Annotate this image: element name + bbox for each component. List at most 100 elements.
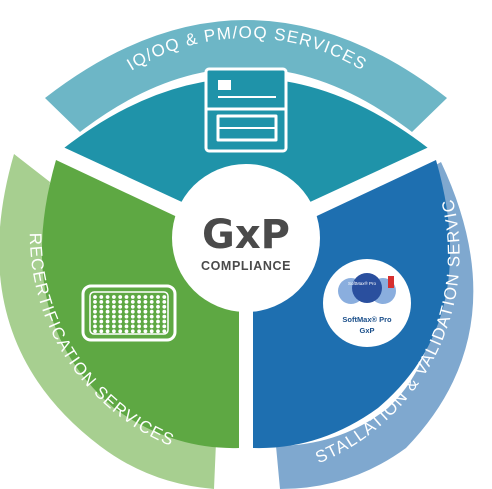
- plate-well: [99, 300, 104, 304]
- plate-well: [137, 295, 142, 299]
- plate-well: [149, 295, 154, 299]
- plate-well: [156, 300, 160, 304]
- softmax-pro-gxp-logo: SoftMax® Pro SoftMax® Pro GxP: [323, 259, 411, 347]
- plate-well: [130, 309, 135, 314]
- plate-well: [105, 319, 110, 324]
- plate-well: [118, 329, 123, 334]
- plate-well: [130, 314, 135, 319]
- plate-well: [112, 329, 116, 334]
- segment-top: [64, 78, 428, 236]
- plate-well: [130, 304, 135, 309]
- plate-well: [143, 319, 148, 324]
- plate-well: [93, 324, 97, 329]
- plate-well: [143, 324, 148, 329]
- plate-well: [124, 314, 129, 319]
- plate-well: [149, 309, 154, 314]
- ring-band-right: [276, 162, 474, 489]
- plate-well: [93, 329, 97, 334]
- plate-well: [143, 314, 148, 319]
- plate-well: [143, 329, 148, 334]
- plate-well: [149, 319, 154, 324]
- plate-well: [105, 304, 110, 309]
- plate-well: [156, 295, 160, 299]
- plate-well: [105, 295, 110, 299]
- center-subtitle: COMPLIANCE: [201, 259, 291, 273]
- plate-well: [124, 329, 129, 334]
- plate-well: [137, 319, 142, 324]
- ring-band-left: [0, 154, 216, 489]
- plate-well: [143, 304, 148, 309]
- plate-well: [130, 324, 135, 329]
- plate-well: [99, 309, 104, 314]
- plate-well: [156, 319, 160, 324]
- plate-well: [162, 309, 167, 314]
- plate-well: [118, 319, 123, 324]
- plate-well: [124, 319, 129, 324]
- plate-well: [118, 304, 123, 309]
- plate-well: [112, 300, 116, 304]
- plate-well: [130, 329, 135, 334]
- plate-well: [137, 324, 142, 329]
- plate-well: [162, 314, 167, 319]
- plate-well: [130, 300, 135, 304]
- plate-well: [149, 329, 154, 334]
- plate-well: [149, 324, 154, 329]
- plate-well: [156, 314, 160, 319]
- plate-well: [137, 314, 142, 319]
- logo-gxp: GxP: [359, 326, 374, 335]
- plate-well: [124, 304, 129, 309]
- plate-well: [137, 304, 142, 309]
- center-title: GxP: [202, 212, 290, 258]
- plate-well: [124, 300, 129, 304]
- plate-well: [162, 329, 167, 334]
- plate-well: [156, 324, 160, 329]
- plate-well: [93, 304, 97, 309]
- plate-well: [124, 324, 129, 329]
- plate-well: [118, 309, 123, 314]
- plate-well: [149, 304, 154, 309]
- center-hub: GxP COMPLIANCE: [172, 164, 320, 312]
- plate-well: [130, 295, 135, 299]
- plate-well: [162, 295, 167, 299]
- plate-well: [156, 329, 160, 334]
- plate-well: [105, 300, 110, 304]
- plate-well: [93, 295, 97, 299]
- plate-well: [162, 304, 167, 309]
- microplate-icon: [81, 284, 177, 342]
- plate-well: [105, 329, 110, 334]
- plate-well: [137, 329, 142, 334]
- plate-well: [105, 309, 110, 314]
- plate-well: [112, 295, 116, 299]
- plate-well: [143, 295, 148, 299]
- plate-well: [99, 324, 104, 329]
- plate-well: [162, 324, 167, 329]
- plate-well: [130, 319, 135, 324]
- plate-well: [99, 329, 104, 334]
- plate-well: [112, 304, 116, 309]
- plate-well: [93, 319, 97, 324]
- plate-well: [143, 309, 148, 314]
- plate-well: [143, 300, 148, 304]
- plate-well: [112, 324, 116, 329]
- plate-well: [93, 300, 97, 304]
- plate-well: [93, 309, 97, 314]
- microplate-reader-icon: [204, 67, 288, 153]
- logo-brand-text: SoftMax® Pro: [348, 280, 377, 286]
- ring-band-top: [45, 20, 447, 132]
- plate-well: [112, 314, 116, 319]
- plate-well: [112, 319, 116, 324]
- plate-well: [156, 309, 160, 314]
- plate-well: [162, 319, 167, 324]
- plate-well: [124, 295, 129, 299]
- plate-well: [124, 309, 129, 314]
- plate-well: [99, 304, 104, 309]
- plate-well: [99, 314, 104, 319]
- plate-well: [99, 319, 104, 324]
- plate-well: [112, 309, 116, 314]
- plate-well: [149, 314, 154, 319]
- plate-well: [118, 300, 123, 304]
- plate-well: [162, 300, 167, 304]
- plate-well: [118, 324, 123, 329]
- plate-well: [118, 314, 123, 319]
- plate-well: [93, 314, 97, 319]
